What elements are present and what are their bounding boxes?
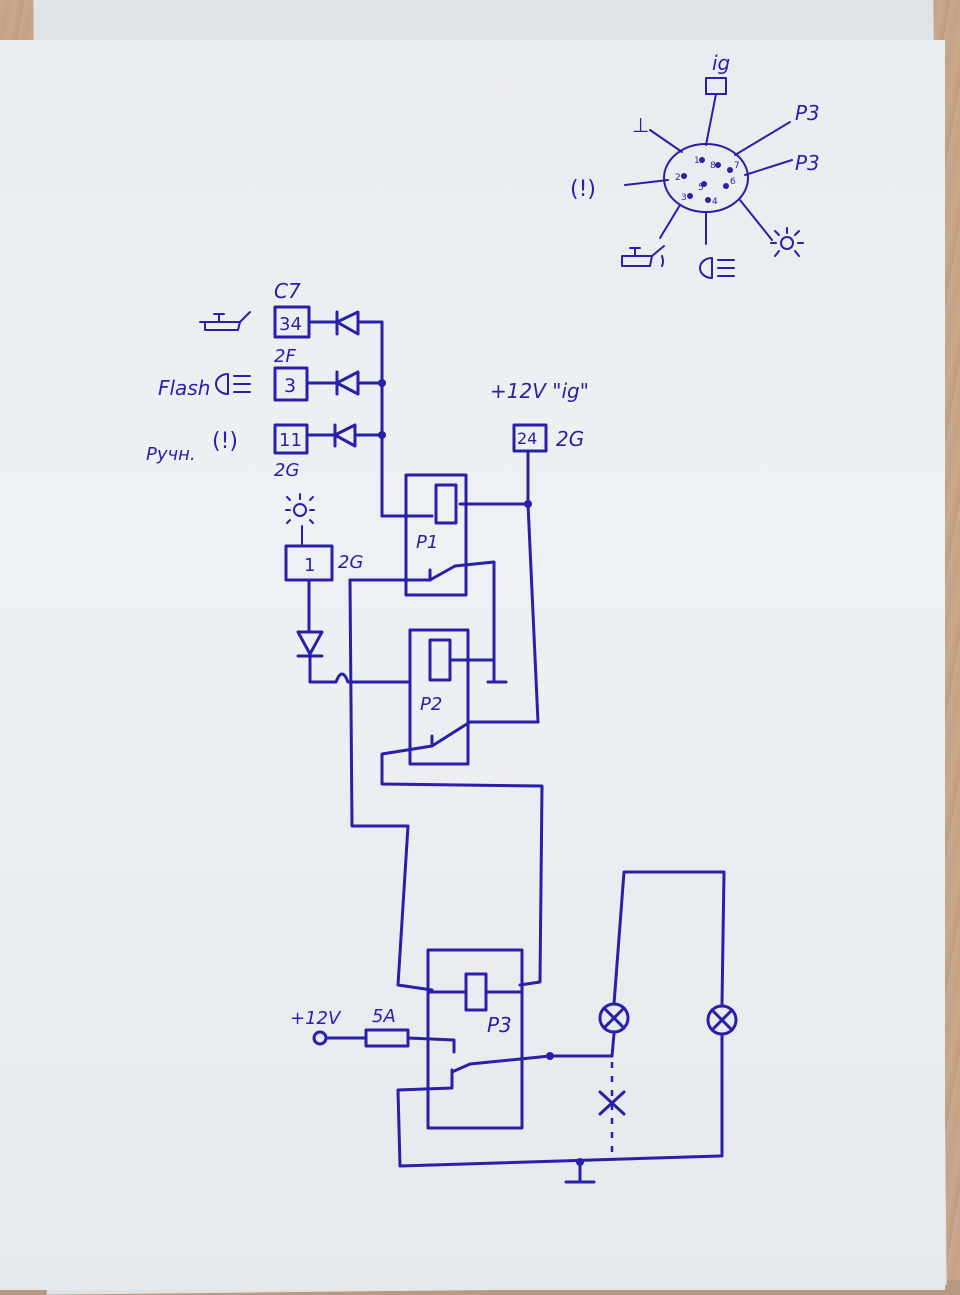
flash-label: Flash: [158, 376, 210, 400]
terminal-34-label: 34: [279, 314, 302, 335]
diode-2: [305, 370, 384, 396]
ruchn-label: Ручн.: [146, 444, 196, 465]
terminal-11-label: 11: [279, 430, 302, 451]
ignition-supply: +12V "ig" 24 2G: [458, 379, 589, 724]
relay-p1: P1: [348, 473, 508, 684]
relay-p2-label: P2: [420, 694, 442, 715]
warning-label-left: (!): [212, 429, 238, 454]
relay-p3: P3: [396, 948, 722, 1168]
diode-4: [296, 630, 324, 658]
relay-p2-coil: [428, 638, 452, 682]
terminal-11: [273, 423, 309, 455]
pin-6: 6: [730, 177, 736, 187]
connector-pinout: ig ⊥ P3 P3 (!) 1 8 7 2 6 3 4 5: [570, 51, 820, 279]
lamp-1-icon: [598, 1002, 630, 1034]
relay-p3-label: P3: [487, 1013, 512, 1037]
relay-p2: P2: [380, 628, 544, 987]
supply-terminal: [312, 1030, 328, 1046]
relay-p1-label: P1: [416, 532, 438, 553]
ig-terminal: [705, 77, 727, 95]
terminal-3-label: 3: [284, 375, 296, 397]
ground-icon: [564, 1160, 596, 1184]
pin-1: 1: [694, 156, 700, 166]
cut-mark-icon: [598, 1090, 626, 1116]
pin-4: 4: [712, 197, 718, 207]
lamp-circuit: [564, 870, 738, 1184]
diode-1: [307, 310, 384, 336]
oil-pressure-icon: [621, 245, 665, 267]
warning-label: (!): [570, 177, 596, 202]
lamp-2-icon: [706, 1004, 738, 1036]
terminal-24-label: 24: [517, 429, 537, 448]
pin-7: 7: [734, 161, 740, 171]
p3-label-middle: P3: [795, 151, 820, 175]
oil-icon-left: [199, 311, 251, 331]
fuse-symbol: [364, 1028, 410, 1048]
terminal-1-label: 1: [304, 555, 315, 576]
ground-symbol: ⊥: [632, 113, 649, 137]
headlight-icon-left: [215, 373, 251, 395]
left-terminals: C7 34 2F Flash 3 Ручн. (!) 11 2G: [146, 279, 434, 684]
lamp-glow-icon: [770, 227, 804, 257]
ig-label: ig: [712, 51, 730, 75]
diode-3: [305, 423, 384, 448]
terminal-24: [512, 423, 548, 453]
relay-p3-coil: [464, 972, 488, 1012]
pin-5: 5: [698, 183, 704, 193]
relay-p1-coil: [434, 483, 458, 525]
2g-label-power: 2G: [556, 427, 584, 451]
ign-label: +12V "ig": [490, 379, 589, 403]
indicator-lamp-icon: [285, 493, 315, 524]
fuse-label: 5A: [372, 1006, 396, 1027]
supply-12v: +12V 5A: [290, 1006, 456, 1054]
p3-label-upper: P3: [795, 101, 820, 125]
headlight-icon: [699, 257, 735, 279]
supply-voltage-label: +12V: [290, 1008, 342, 1029]
2g-label-b: 2G: [338, 552, 363, 573]
pin-8: 8: [710, 161, 716, 171]
2g-label-a: 2G: [274, 460, 299, 481]
pin-2: 2: [675, 173, 681, 183]
2f-label: 2F: [274, 346, 296, 367]
c7-label: C7: [274, 279, 301, 303]
pin-3: 3: [681, 193, 687, 203]
